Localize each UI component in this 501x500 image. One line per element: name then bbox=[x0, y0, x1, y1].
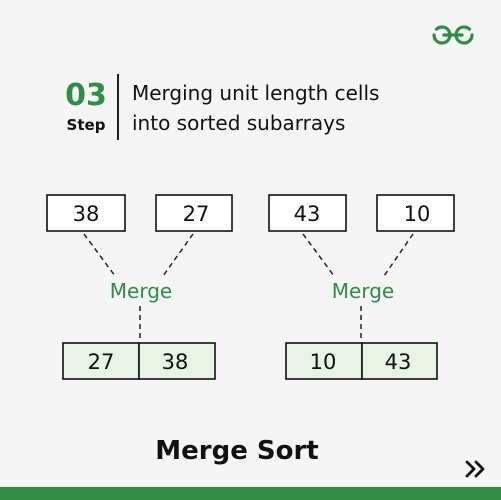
output-cell-value: 10 bbox=[310, 350, 337, 374]
output-cell-value: 43 bbox=[385, 350, 412, 374]
merge-group-1: 38 27 Merge 27 38 bbox=[46, 194, 233, 380]
connector-line bbox=[302, 233, 335, 277]
connector-line bbox=[162, 233, 194, 277]
step-number: 03 bbox=[65, 78, 107, 113]
input-cell-value: 10 bbox=[404, 202, 431, 226]
bottom-accent-bar bbox=[0, 487, 501, 500]
merge-group-2: 43 10 Merge 10 43 bbox=[268, 194, 455, 380]
output-cell bbox=[62, 342, 140, 380]
step-title-line-1: Merging unit length cells bbox=[132, 81, 380, 105]
output-cell bbox=[138, 342, 216, 380]
step-title-line-2: into sorted subarrays bbox=[132, 111, 346, 135]
step-title: Merging unit length cells into sorted su… bbox=[132, 78, 462, 138]
input-cell bbox=[46, 194, 126, 232]
input-cell bbox=[268, 194, 347, 232]
step-divider bbox=[117, 74, 119, 140]
output-cell-value: 38 bbox=[162, 350, 189, 374]
input-cell bbox=[376, 194, 455, 232]
connector-line bbox=[83, 233, 116, 277]
footer-title: Merge Sort bbox=[155, 436, 319, 466]
input-cell-value: 38 bbox=[73, 202, 100, 226]
output-cell bbox=[361, 342, 438, 380]
output-cell-value: 27 bbox=[88, 350, 115, 374]
merge-label: Merge bbox=[332, 279, 394, 303]
input-cell-value: 27 bbox=[183, 202, 210, 226]
connector-line bbox=[383, 233, 414, 277]
geeksforgeeks-logo-icon bbox=[432, 25, 474, 45]
input-cell-value: 43 bbox=[294, 202, 321, 226]
step-label: Step bbox=[66, 116, 106, 134]
merge-label: Merge bbox=[110, 279, 172, 303]
input-cell bbox=[155, 194, 233, 232]
double-chevron-right-icon[interactable] bbox=[464, 459, 486, 479]
